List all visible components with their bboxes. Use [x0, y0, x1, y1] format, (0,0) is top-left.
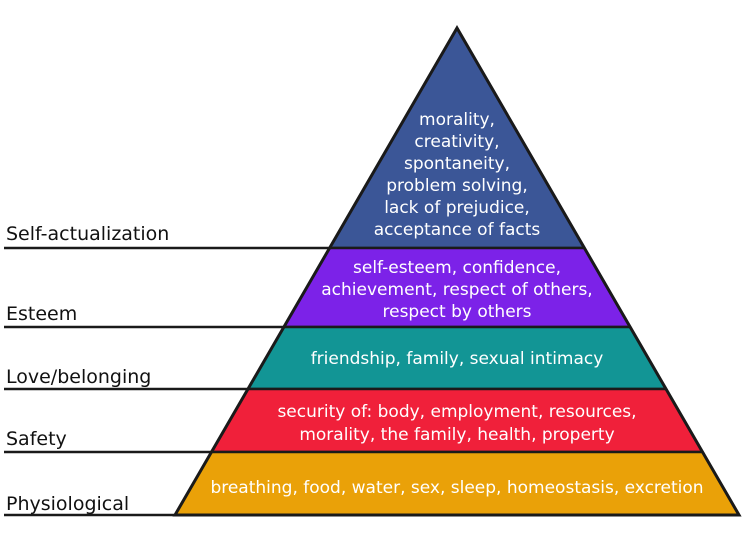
label-esteem: Esteem [6, 303, 77, 325]
label-self-actualization: Self-actualization [6, 223, 169, 245]
esteem-text-line: achievement, respect of others, [321, 280, 592, 300]
pyramid-outline [172, 25, 742, 517]
self-actualization-text-line: morality, [419, 110, 495, 130]
self-actualization-text-line: lack of prejudice, [384, 198, 530, 218]
self-actualization-text-line: creativity, [414, 132, 499, 152]
self-actualization-text-line: spontaneity, [404, 154, 510, 174]
label-safety: Safety [6, 428, 67, 450]
self-actualization-text-line: acceptance of facts [374, 220, 541, 240]
physiological-text-line: breathing, food, water, sex, sleep, home… [210, 478, 703, 498]
label-love-belonging: Love/belonging [6, 366, 151, 388]
label-physiological: Physiological [6, 493, 129, 515]
self-actualization-text-line: problem solving, [386, 176, 527, 196]
safety-text-line: security of: body, employment, resources… [277, 402, 636, 422]
safety-text-line: morality, the family, health, property [299, 425, 614, 445]
esteem-text-line: self-esteem, confidence, [353, 258, 561, 278]
esteem-text-line: respect by others [383, 302, 532, 322]
love-belonging-text-line: friendship, family, sexual intimacy [311, 349, 604, 369]
